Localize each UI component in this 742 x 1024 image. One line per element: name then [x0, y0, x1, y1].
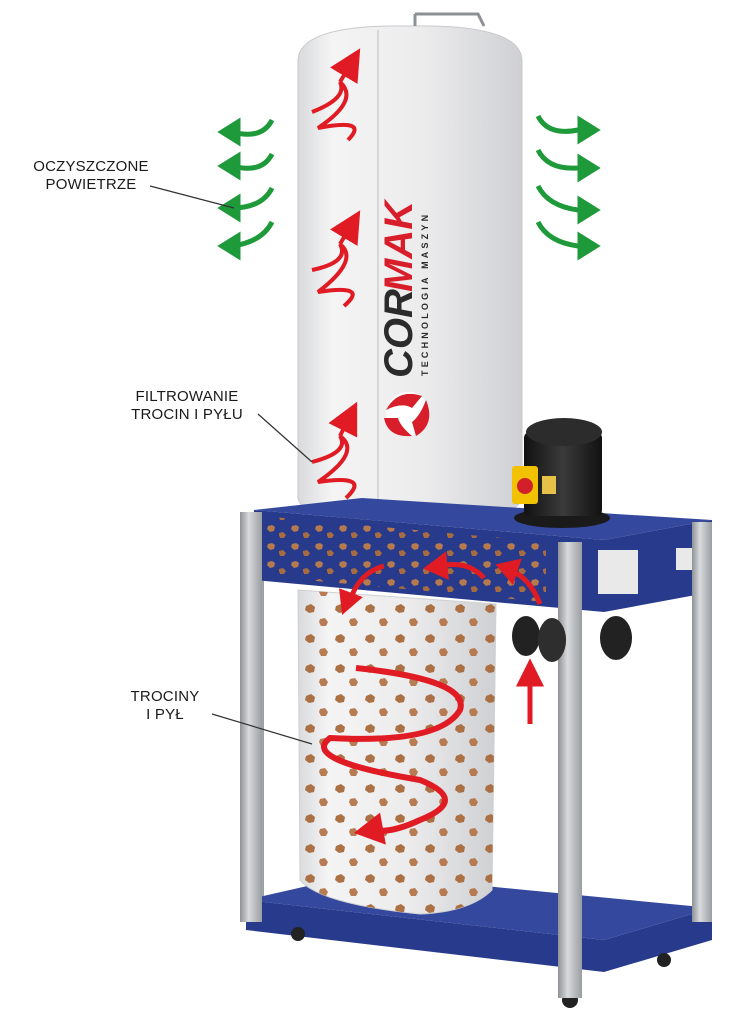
- callout-clean-air-line2: POWIETRZE: [45, 176, 137, 193]
- callout-dust-line1: TROCINY: [130, 688, 200, 705]
- brand-logo: COR MAK TECHNOLOGIA MASZYN: [377, 198, 430, 378]
- red-swirl-arrow: [311, 62, 355, 500]
- emergency-stop-switch[interactable]: [517, 478, 533, 494]
- callout-leader-lines: [149, 185, 313, 745]
- brand-name-cor: COR: [377, 289, 421, 378]
- callout-clean-air: OCZYSZCZONE POWIETRZE: [16, 158, 166, 194]
- airflow-red-arrow: [339, 551, 545, 724]
- callout-filtering-line1: FILTROWANIE: [135, 388, 239, 405]
- callout-filtering: FILTROWANIE TROCIN I PYŁU: [112, 388, 262, 424]
- stand-top: [254, 498, 712, 612]
- inlet-ports: [512, 616, 632, 662]
- dust-swirl-arrow: [321, 665, 464, 845]
- brand-emblem-icon: [384, 392, 430, 437]
- callout-filtering-line2: TROCIN I PYŁU: [131, 406, 243, 423]
- front-legs: [240, 512, 712, 998]
- brand-name-mak: MAK: [377, 198, 421, 292]
- callout-dust-line2: I PYŁ: [146, 706, 184, 723]
- motor: [512, 418, 610, 528]
- callout-clean-air-line1: OCZYSZCZONE: [33, 158, 149, 175]
- green-airflow-arrow: [217, 114, 601, 261]
- lower-dust-bag: [297, 589, 497, 915]
- callout-dust: TROCINY I PYŁ: [120, 688, 210, 724]
- brand-tagline: TECHNOLOGIA MASZYN: [420, 212, 430, 376]
